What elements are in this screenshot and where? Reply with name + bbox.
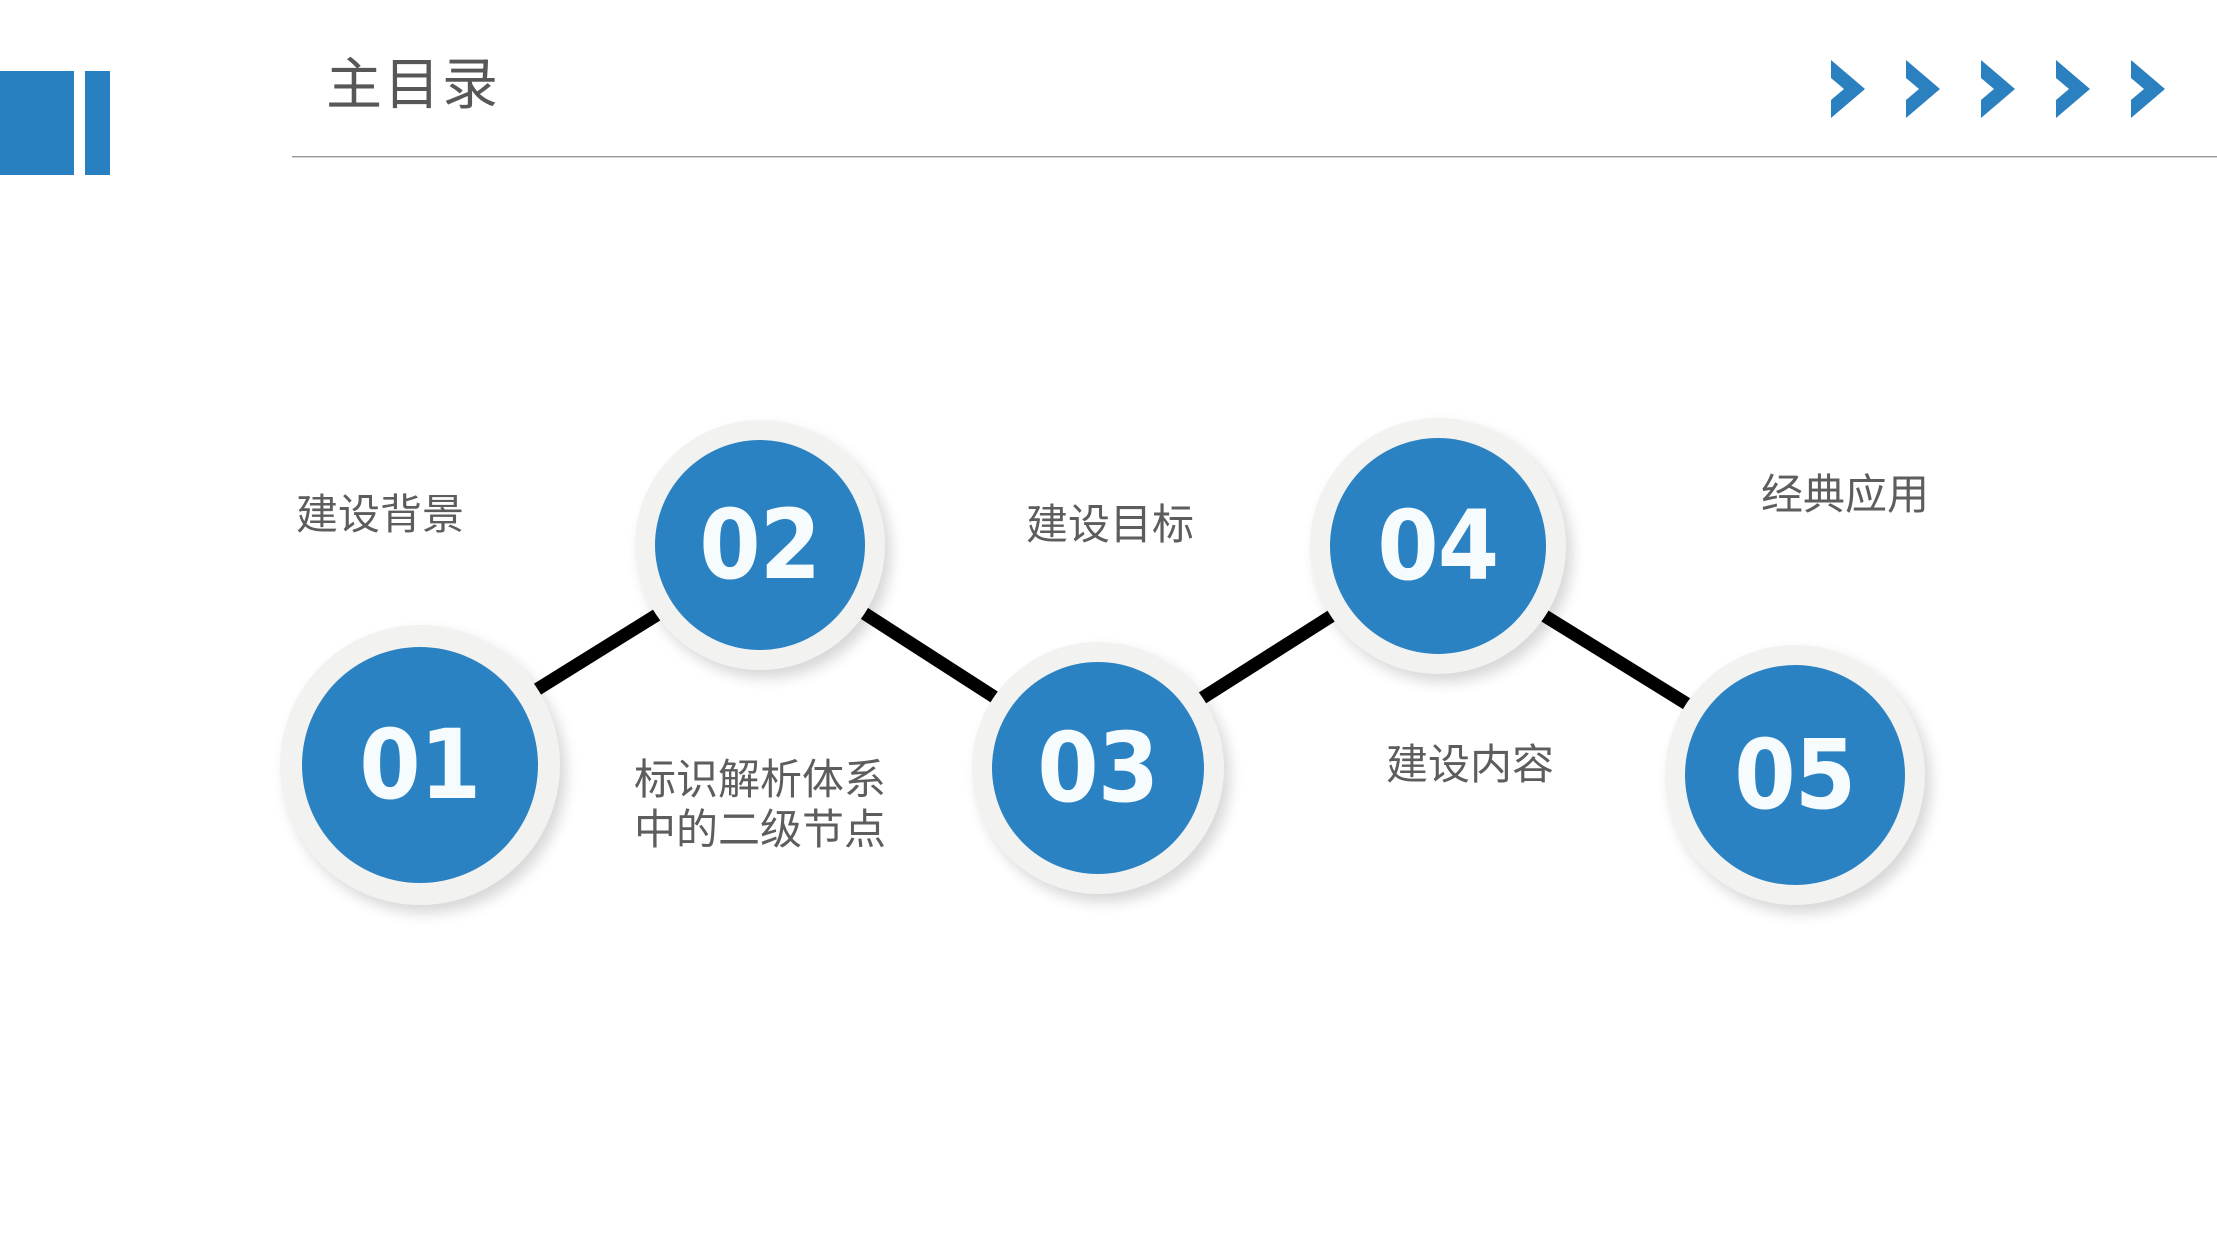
page-title: 主目录 <box>326 53 500 116</box>
header-chevron-group <box>1825 52 2205 126</box>
process-node-05[interactable]: 05 <box>1665 645 1925 905</box>
header-accent-block-narrow <box>85 71 110 175</box>
connector-01-02 <box>511 599 677 709</box>
process-node-caption-02: 标识解析体系 中的二级节点 <box>633 756 886 853</box>
chevron-right-icon <box>2125 58 2169 120</box>
process-node-caption-03: 建设目标 <box>1025 501 1194 548</box>
process-node-caption-01: 建设背景 <box>295 491 464 538</box>
process-node-caption-04: 建设内容 <box>1385 741 1554 788</box>
process-node-02[interactable]: 02 <box>635 420 885 670</box>
chevron-right-icon <box>2050 58 2094 120</box>
chevron-right-icon <box>1900 58 1944 120</box>
chevron-right-icon <box>1975 58 2019 120</box>
chevron-right-icon <box>1825 58 1869 120</box>
process-node-01[interactable]: 01 <box>280 625 560 905</box>
connector-03-04 <box>1187 599 1353 711</box>
process-node-number: 02 <box>699 489 821 601</box>
process-node-03[interactable]: 03 <box>972 642 1224 894</box>
process-node-number: 05 <box>1734 719 1856 831</box>
connector-02-03 <box>847 599 1011 711</box>
process-node-number: 01 <box>359 709 481 821</box>
process-node-number: 03 <box>1037 712 1159 824</box>
process-node-number: 04 <box>1377 490 1499 602</box>
process-node-caption-05: 经典应用 <box>1760 471 1929 518</box>
process-node-04[interactable]: 04 <box>1310 418 1566 674</box>
header-accent-block-wide <box>0 71 74 175</box>
connector-04-05 <box>1523 599 1709 721</box>
header-divider <box>292 156 2217 158</box>
